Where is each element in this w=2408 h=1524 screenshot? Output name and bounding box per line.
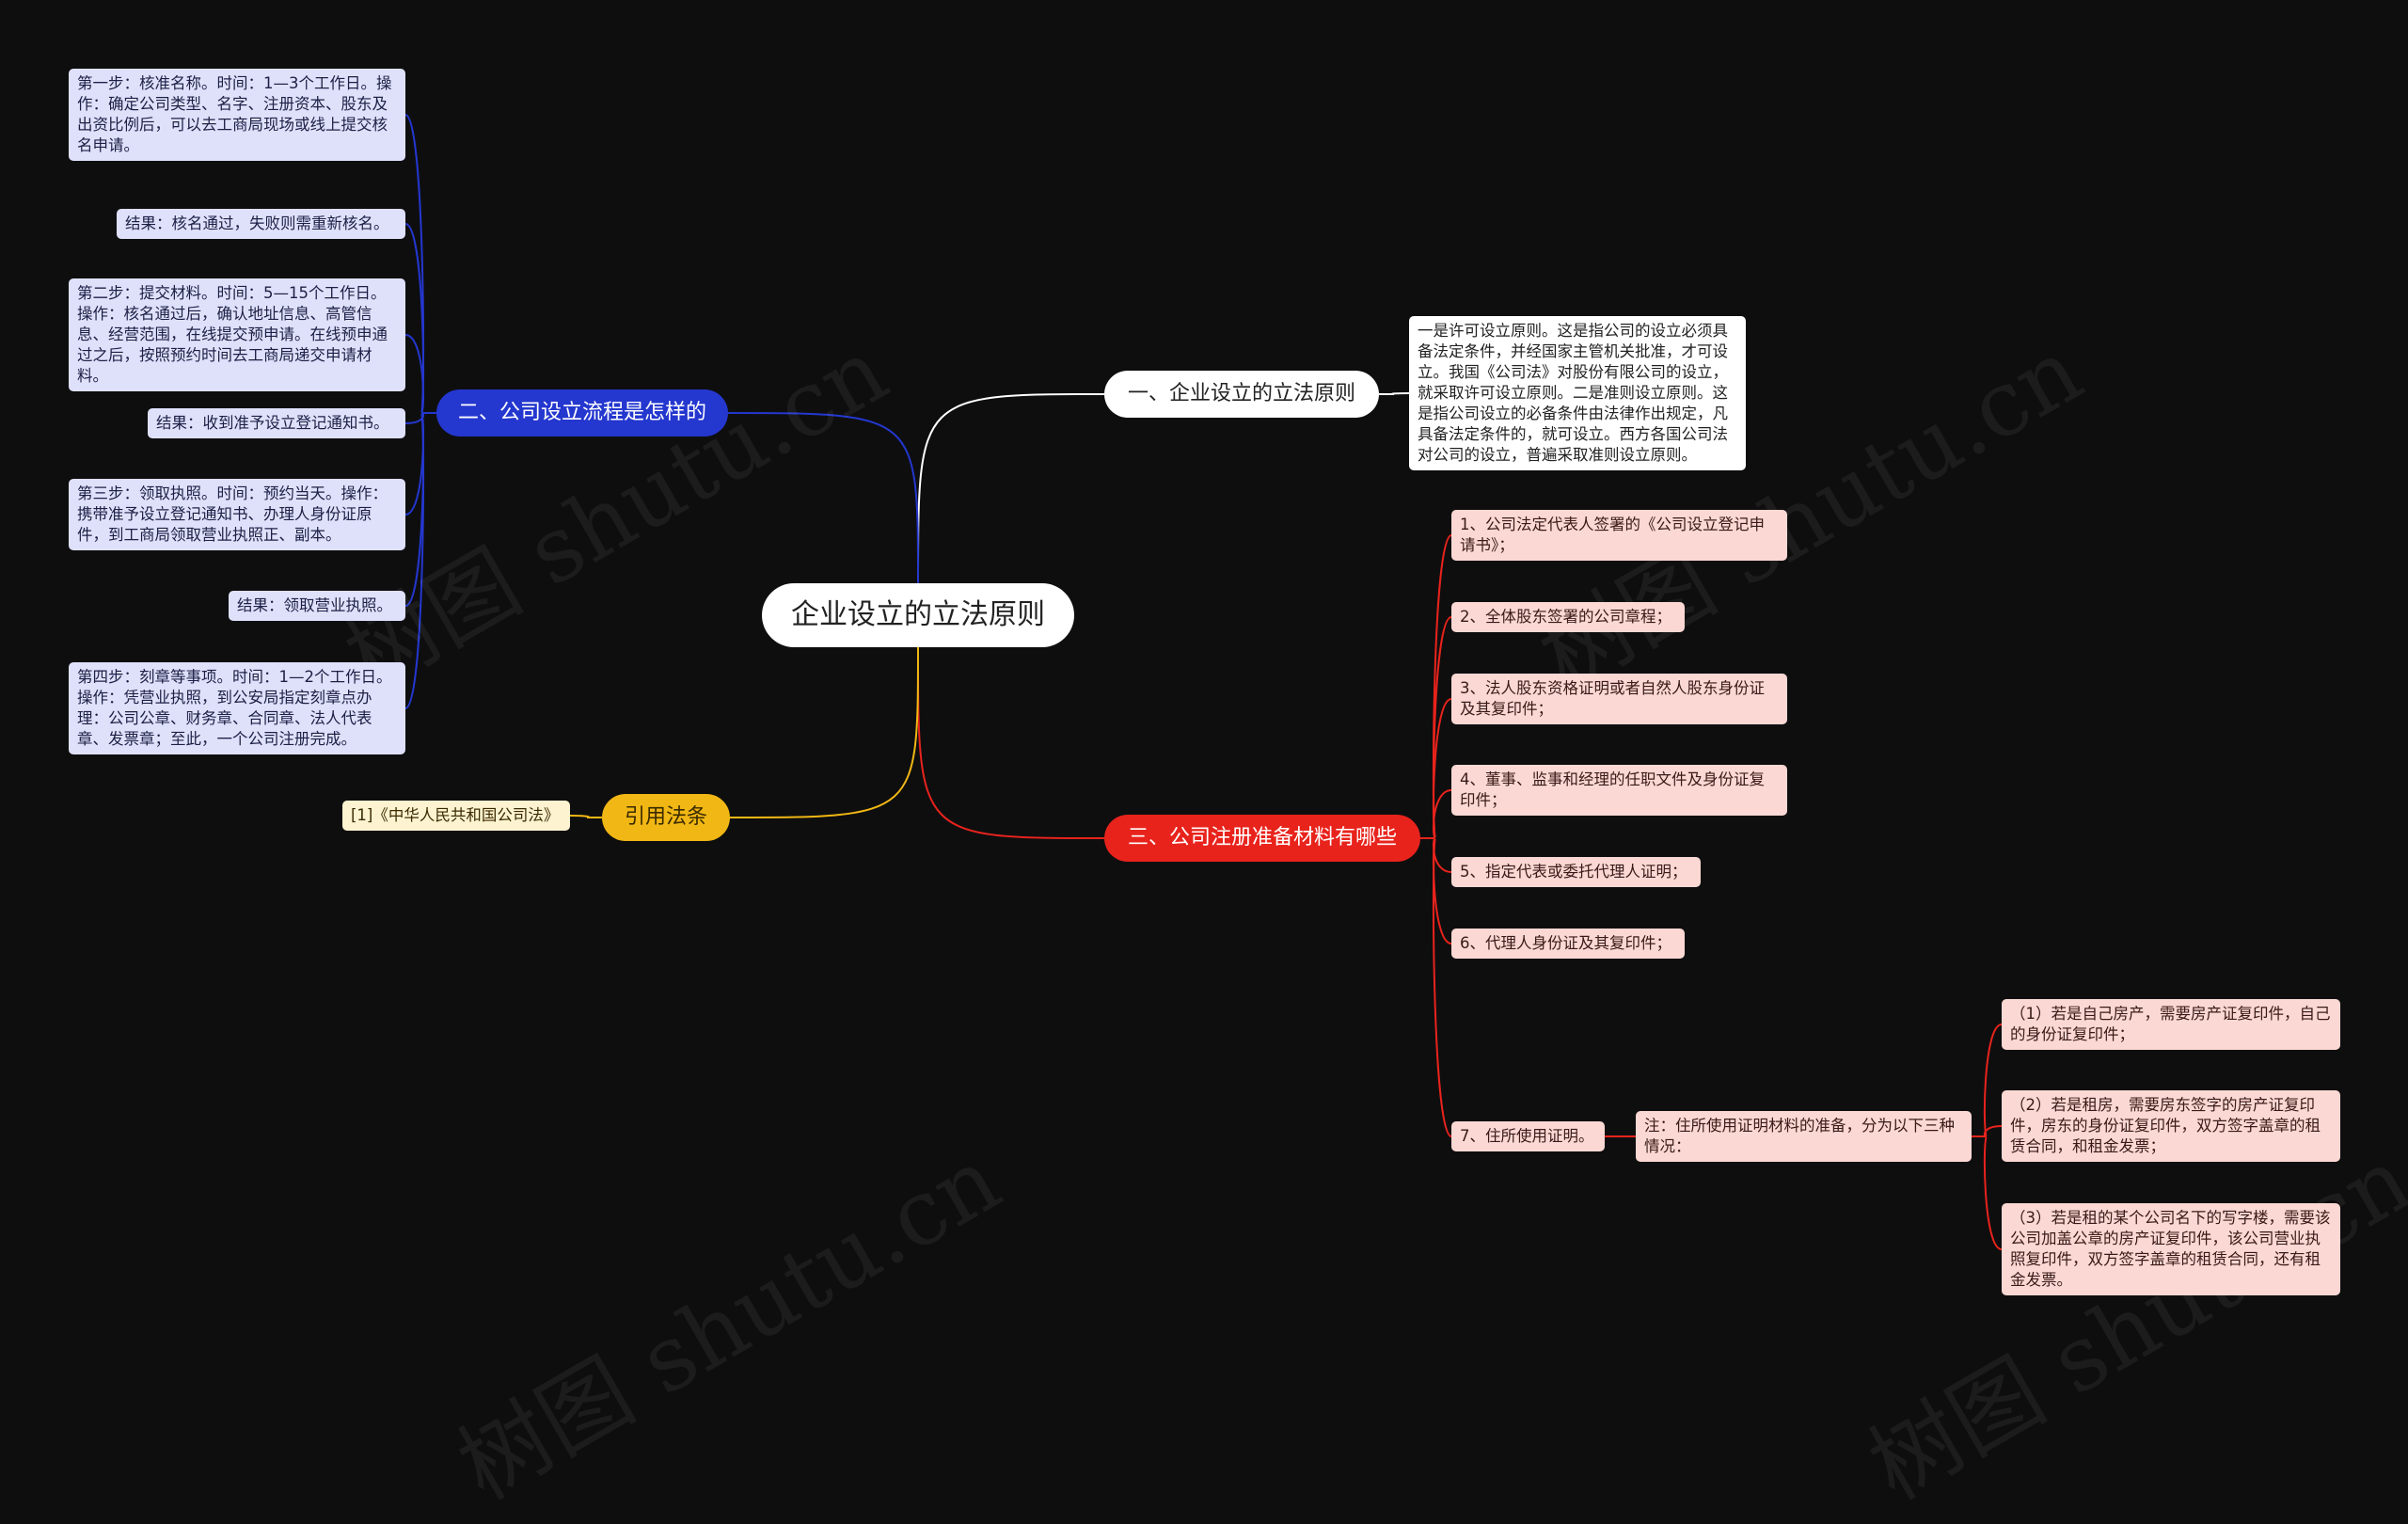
leaf-company-law-reference[interactable]: [1]《中华人民共和国公司法》 bbox=[342, 801, 570, 831]
leaf-material-4[interactable]: 4、董事、监事和经理的任职文件及身份证复印件； bbox=[1451, 765, 1787, 816]
mindmap-canvas: 树图 shutu.cn 树图 shutu.cn 树图 shutu.cn 树图 s… bbox=[69, 69, 2408, 1520]
edge-b3-4 bbox=[1420, 837, 1452, 873]
edge-b2-2 bbox=[404, 334, 436, 414]
leaf-material-1[interactable]: 1、公司法定代表人签署的《公司设立登记申请书》； bbox=[1451, 510, 1787, 561]
branch-registration-materials[interactable]: 三、公司注册准备材料有哪些 bbox=[1104, 815, 1420, 862]
edge-b2-1 bbox=[404, 223, 436, 414]
branch-cited-law[interactable]: 引用法条 bbox=[602, 794, 730, 841]
leaf-process-result-1[interactable]: 结果：核名通过，失败则需重新核名。 bbox=[117, 209, 405, 239]
edge-b1-0 bbox=[1379, 392, 1410, 395]
edge-b2-4 bbox=[404, 412, 436, 516]
leaf-material-3[interactable]: 3、法人股东资格证明或者自然人股东身份证及其复印件； bbox=[1451, 674, 1787, 724]
leaf-residence-case-1[interactable]: （1）若是自己房产，需要房产证复印件，自己的身份证复印件； bbox=[2002, 999, 2340, 1050]
leaf-legislative-principles-detail[interactable]: 一是许可设立原则。这是指公司的设立必须具备法定条件，并经国家主管机关批准，才可设… bbox=[1409, 316, 1746, 470]
edge-b2-6 bbox=[404, 412, 436, 709]
root-topic[interactable]: 企业设立的立法原则 bbox=[762, 583, 1074, 647]
edge-b3-5 bbox=[1420, 837, 1452, 945]
edge-root-b3 bbox=[917, 646, 1105, 839]
leaf-material-2[interactable]: 2、全体股东签署的公司章程； bbox=[1451, 602, 1685, 632]
leaf-process-step-1[interactable]: 第一步：核准名称。时间：1—3个工作日。操作：确定公司类型、名字、注册资本、股东… bbox=[69, 69, 405, 161]
edge-b3-2 bbox=[1420, 698, 1452, 839]
leaf-material-6[interactable]: 6、代理人身份证及其复印件； bbox=[1451, 929, 1685, 959]
edge-root-b1 bbox=[917, 393, 1105, 584]
branch-establishment-process[interactable]: 二、公司设立流程是怎样的 bbox=[436, 389, 728, 437]
edge-b4-0 bbox=[569, 815, 602, 818]
leaf-process-step-2[interactable]: 第二步：提交材料。时间：5—15个工作日。操作：核名通过后，确认地址信息、高管信… bbox=[69, 278, 405, 391]
connector-lines bbox=[404, 114, 2003, 1250]
leaf-residence-note[interactable]: 注：住所使用证明材料的准备，分为以下三种情况： bbox=[1636, 1111, 1972, 1162]
edge-root-b2 bbox=[727, 412, 919, 584]
edge-root-b4 bbox=[729, 646, 919, 818]
leaf-residence-case-2[interactable]: （2）若是租房，需要房东签字的房产证复印件，房东的身份证复印件，双方签字盖章的租… bbox=[2002, 1090, 2340, 1162]
edge-note-2 bbox=[1972, 1135, 2003, 1250]
leaf-process-result-3[interactable]: 结果：领取营业执照。 bbox=[229, 591, 405, 621]
edge-b3-6 bbox=[1420, 837, 1452, 1137]
leaf-process-result-2[interactable]: 结果：收到准予设立登记通知书。 bbox=[148, 408, 405, 438]
edge-b3-3 bbox=[1420, 789, 1452, 839]
leaf-residence-case-3[interactable]: （3）若是租的某个公司名下的写字楼，需要该公司加盖公章的房产证复印件，该公司营业… bbox=[2002, 1203, 2340, 1295]
leaf-process-step-3[interactable]: 第三步：领取执照。时间：预约当天。操作：携带准予设立登记通知书、办理人身份证原件… bbox=[69, 479, 405, 550]
edge-note-0 bbox=[1972, 1024, 2003, 1137]
leaf-material-5[interactable]: 5、指定代表或委托代理人证明； bbox=[1451, 857, 1701, 887]
leaf-material-7[interactable]: 7、住所使用证明。 bbox=[1451, 1121, 1605, 1151]
branch-legislative-principles[interactable]: 一、企业设立的立法原则 bbox=[1104, 371, 1379, 418]
leaf-process-step-4[interactable]: 第四步：刻章等事项。时间：1—2个工作日。操作：凭营业执照，到公安局指定刻章点办… bbox=[69, 662, 405, 754]
